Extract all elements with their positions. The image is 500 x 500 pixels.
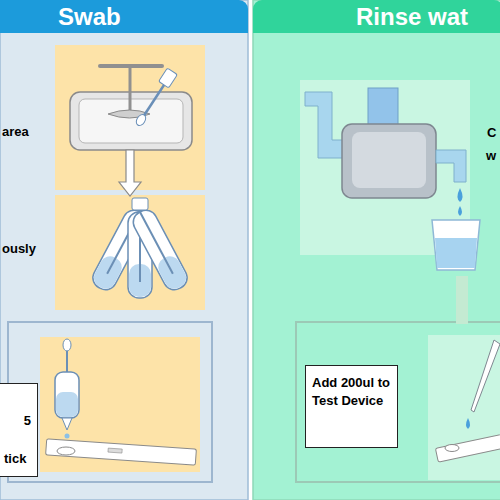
step-box: Add 200ul to Test Device [305, 365, 398, 448]
vial-and-strip [56, 392, 78, 417]
pipette-and-device [445, 445, 459, 452]
flow-arrow [456, 276, 468, 324]
illustration-ground [40, 337, 200, 472]
glass [435, 238, 477, 268]
vial-and-strip [108, 448, 122, 453]
illustration-ground [55, 195, 205, 310]
washer-machine [436, 150, 466, 182]
vial-and-strip [55, 372, 79, 418]
header-bar: Rinse wat [253, 0, 500, 33]
step-frame [8, 322, 212, 482]
panel-heading: Rinse wat [356, 0, 468, 33]
panel-ground [0, 0, 248, 500]
glass [432, 220, 480, 270]
step-box: 5 tick [0, 383, 38, 477]
washer-machine [305, 88, 466, 216]
vial-and-strip [57, 447, 75, 455]
pipette-and-device [466, 418, 470, 429]
vial-and-strip [65, 434, 70, 439]
swab-tubes [132, 198, 148, 210]
panel-heading: Swab [58, 0, 121, 33]
step-text: 5 [24, 412, 31, 430]
vial-and-strip [63, 339, 71, 351]
step-text: Add 200ul to Test Device [312, 374, 391, 410]
flow-arrow [456, 276, 468, 324]
down-arrow [119, 150, 141, 196]
swab-stick [134, 113, 147, 127]
swab-tubes [89, 198, 191, 298]
sink-drawing [70, 66, 192, 150]
pipette-and-device [471, 340, 500, 412]
sink-drawing [129, 66, 132, 112]
pipette-and-device [435, 340, 500, 462]
illustration-ground [40, 45, 500, 480]
step-frame [8, 322, 500, 482]
swab-stick [134, 68, 177, 127]
washer-machine [458, 206, 462, 216]
panel-ground [253, 0, 500, 500]
cut-off-label: C [487, 125, 496, 140]
swab-tubes [127, 201, 191, 293]
swab-tubes [129, 206, 191, 293]
step-frame [296, 322, 500, 482]
down-arrow [119, 150, 141, 196]
pipette-and-device [435, 432, 500, 462]
washer-machine [458, 188, 463, 202]
vial-and-strip [46, 339, 197, 465]
washer-machine [352, 132, 426, 188]
swab-stick [159, 68, 178, 88]
swab-tubes [137, 207, 173, 274]
vial-and-strip [46, 439, 197, 465]
washer-machine [342, 124, 436, 198]
cut-off-label: w [486, 148, 496, 163]
washer-machine [368, 88, 398, 128]
swab-stick [143, 82, 166, 117]
glass [432, 220, 480, 270]
vial-and-strip [62, 418, 72, 430]
header-bar: Swab [0, 0, 248, 33]
cut-off-label: ously [2, 241, 36, 256]
cut-off-label: area [2, 124, 29, 139]
step-text: tick [4, 450, 26, 468]
